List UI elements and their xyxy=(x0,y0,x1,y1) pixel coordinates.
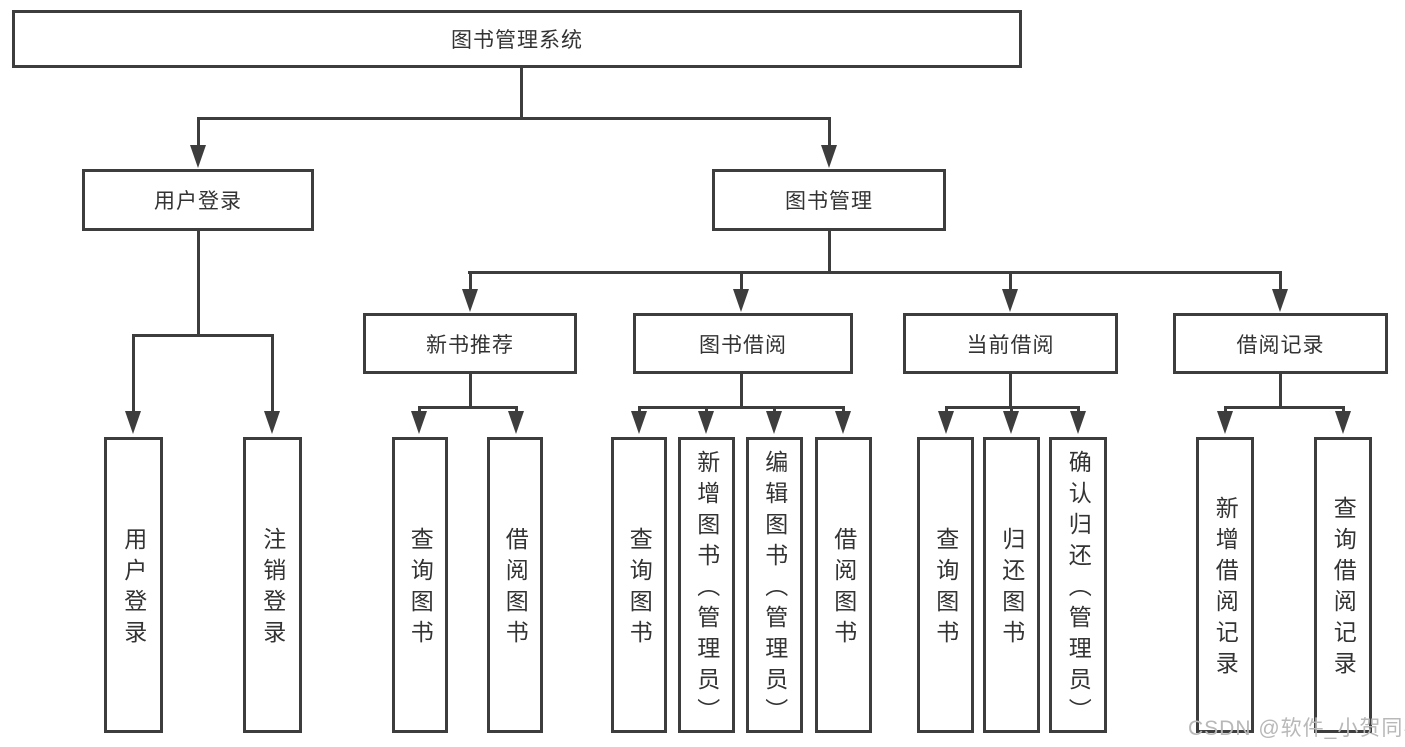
connector-line xyxy=(418,406,517,409)
node-leaf-query-book-3: 查询图书 xyxy=(917,437,974,733)
node-label: 归还图书 xyxy=(998,527,1025,651)
node-root: 图书管理系统 xyxy=(12,10,1022,68)
connector-line xyxy=(638,406,641,415)
node-label: 新书推荐 xyxy=(426,333,514,357)
connector-line xyxy=(469,372,472,408)
node-leaf-logout: 注销登录 xyxy=(243,437,302,733)
node-leaf-confirm-return-admin: 确认归还（管理员） xyxy=(1049,437,1107,733)
connector-line xyxy=(469,271,472,293)
node-leaf-query-borrow-record: 查询借阅记录 xyxy=(1314,437,1372,733)
node-label: 图书借阅 xyxy=(699,333,787,357)
connector-line xyxy=(515,406,518,415)
node-borrow-records: 借阅记录 xyxy=(1173,313,1388,374)
connector-line xyxy=(828,229,831,273)
node-label: 查询借阅记录 xyxy=(1330,496,1357,682)
arrow-down-icon xyxy=(835,411,851,434)
arrow-down-icon xyxy=(938,411,954,434)
connector-line xyxy=(1279,271,1282,293)
node-current-borrow: 当前借阅 xyxy=(903,313,1118,374)
node-label: 新增借阅记录 xyxy=(1212,496,1239,682)
connector-line xyxy=(842,406,845,415)
node-label: 图书管理 xyxy=(785,190,873,213)
arrow-down-icon xyxy=(1002,289,1018,312)
arrow-down-icon xyxy=(411,411,427,434)
node-label: 借阅图书 xyxy=(830,527,857,651)
arrow-down-icon xyxy=(821,145,837,168)
arrow-down-icon xyxy=(698,411,714,434)
connector-line xyxy=(1279,372,1282,408)
arrow-down-icon xyxy=(1272,289,1288,312)
connector-line xyxy=(418,406,421,415)
connector-line xyxy=(1077,406,1080,415)
connector-line xyxy=(271,334,274,414)
node-label: 注销登录 xyxy=(259,527,286,651)
arrow-down-icon xyxy=(1335,411,1351,434)
node-leaf-query-book-1: 查询图书 xyxy=(392,437,448,733)
node-leaf-borrow-book-2: 借阅图书 xyxy=(815,437,872,733)
connector-line xyxy=(773,406,776,415)
arrow-down-icon xyxy=(733,289,749,312)
connector-line xyxy=(197,229,200,336)
arrow-down-icon xyxy=(1070,411,1086,434)
connector-line xyxy=(1010,406,1013,415)
node-leaf-add-borrow-record: 新增借阅记录 xyxy=(1196,437,1254,733)
arrow-down-icon xyxy=(631,411,647,434)
csdn-watermark: CSDN @软件_小贺同学 xyxy=(1188,717,1405,740)
connector-line xyxy=(1009,372,1012,408)
arrow-down-icon xyxy=(508,411,524,434)
node-label: 当前借阅 xyxy=(966,333,1055,357)
connector-line xyxy=(1224,406,1227,415)
node-label: 确认归还（管理员） xyxy=(1065,449,1092,729)
connector-line xyxy=(1224,406,1344,409)
connector-line xyxy=(705,406,708,415)
connector-line xyxy=(520,66,523,119)
connector-line xyxy=(740,271,743,293)
node-leaf-edit-book-admin: 编辑图书（管理员） xyxy=(746,437,803,733)
node-new-book-recommend: 新书推荐 xyxy=(363,313,577,374)
connector-line xyxy=(828,117,831,149)
node-leaf-query-book-2: 查询图书 xyxy=(611,437,667,733)
node-leaf-return-book: 归还图书 xyxy=(983,437,1040,733)
node-book-management: 图书管理 xyxy=(712,169,946,231)
node-label: 用户登录 xyxy=(154,190,242,213)
node-label: 查询图书 xyxy=(932,527,959,651)
connector-line xyxy=(945,406,948,415)
arrow-down-icon xyxy=(1217,411,1233,434)
node-label: 借阅记录 xyxy=(1236,333,1325,357)
connector-line xyxy=(197,117,831,120)
arrow-down-icon xyxy=(125,411,141,434)
connector-line xyxy=(638,406,844,409)
arrow-down-icon xyxy=(190,145,206,168)
connector-line xyxy=(1009,271,1012,293)
arrow-down-icon xyxy=(1003,411,1019,434)
arrow-down-icon xyxy=(462,289,478,312)
node-user-login: 用户登录 xyxy=(82,169,314,231)
node-root-label: 图书管理系统 xyxy=(451,29,583,52)
arrow-down-icon xyxy=(766,411,782,434)
node-label: 查询图书 xyxy=(407,527,434,651)
connector-line xyxy=(132,334,135,414)
connector-line xyxy=(468,271,1282,274)
node-leaf-borrow-book-1: 借阅图书 xyxy=(487,437,543,733)
node-label: 编辑图书（管理员） xyxy=(761,449,788,729)
node-leaf-user-login: 用户登录 xyxy=(104,437,163,733)
connector-line xyxy=(1342,406,1345,415)
connector-line xyxy=(740,372,743,408)
node-label: 新增图书（管理员） xyxy=(693,449,720,729)
node-label: 查询图书 xyxy=(626,527,653,651)
connector-line xyxy=(132,334,274,337)
node-book-borrow: 图书借阅 xyxy=(633,313,853,374)
node-label: 用户登录 xyxy=(120,527,147,651)
node-label: 借阅图书 xyxy=(502,527,529,651)
arrow-down-icon xyxy=(264,411,280,434)
node-leaf-add-book-admin: 新增图书（管理员） xyxy=(678,437,735,733)
connector-line xyxy=(197,117,200,149)
